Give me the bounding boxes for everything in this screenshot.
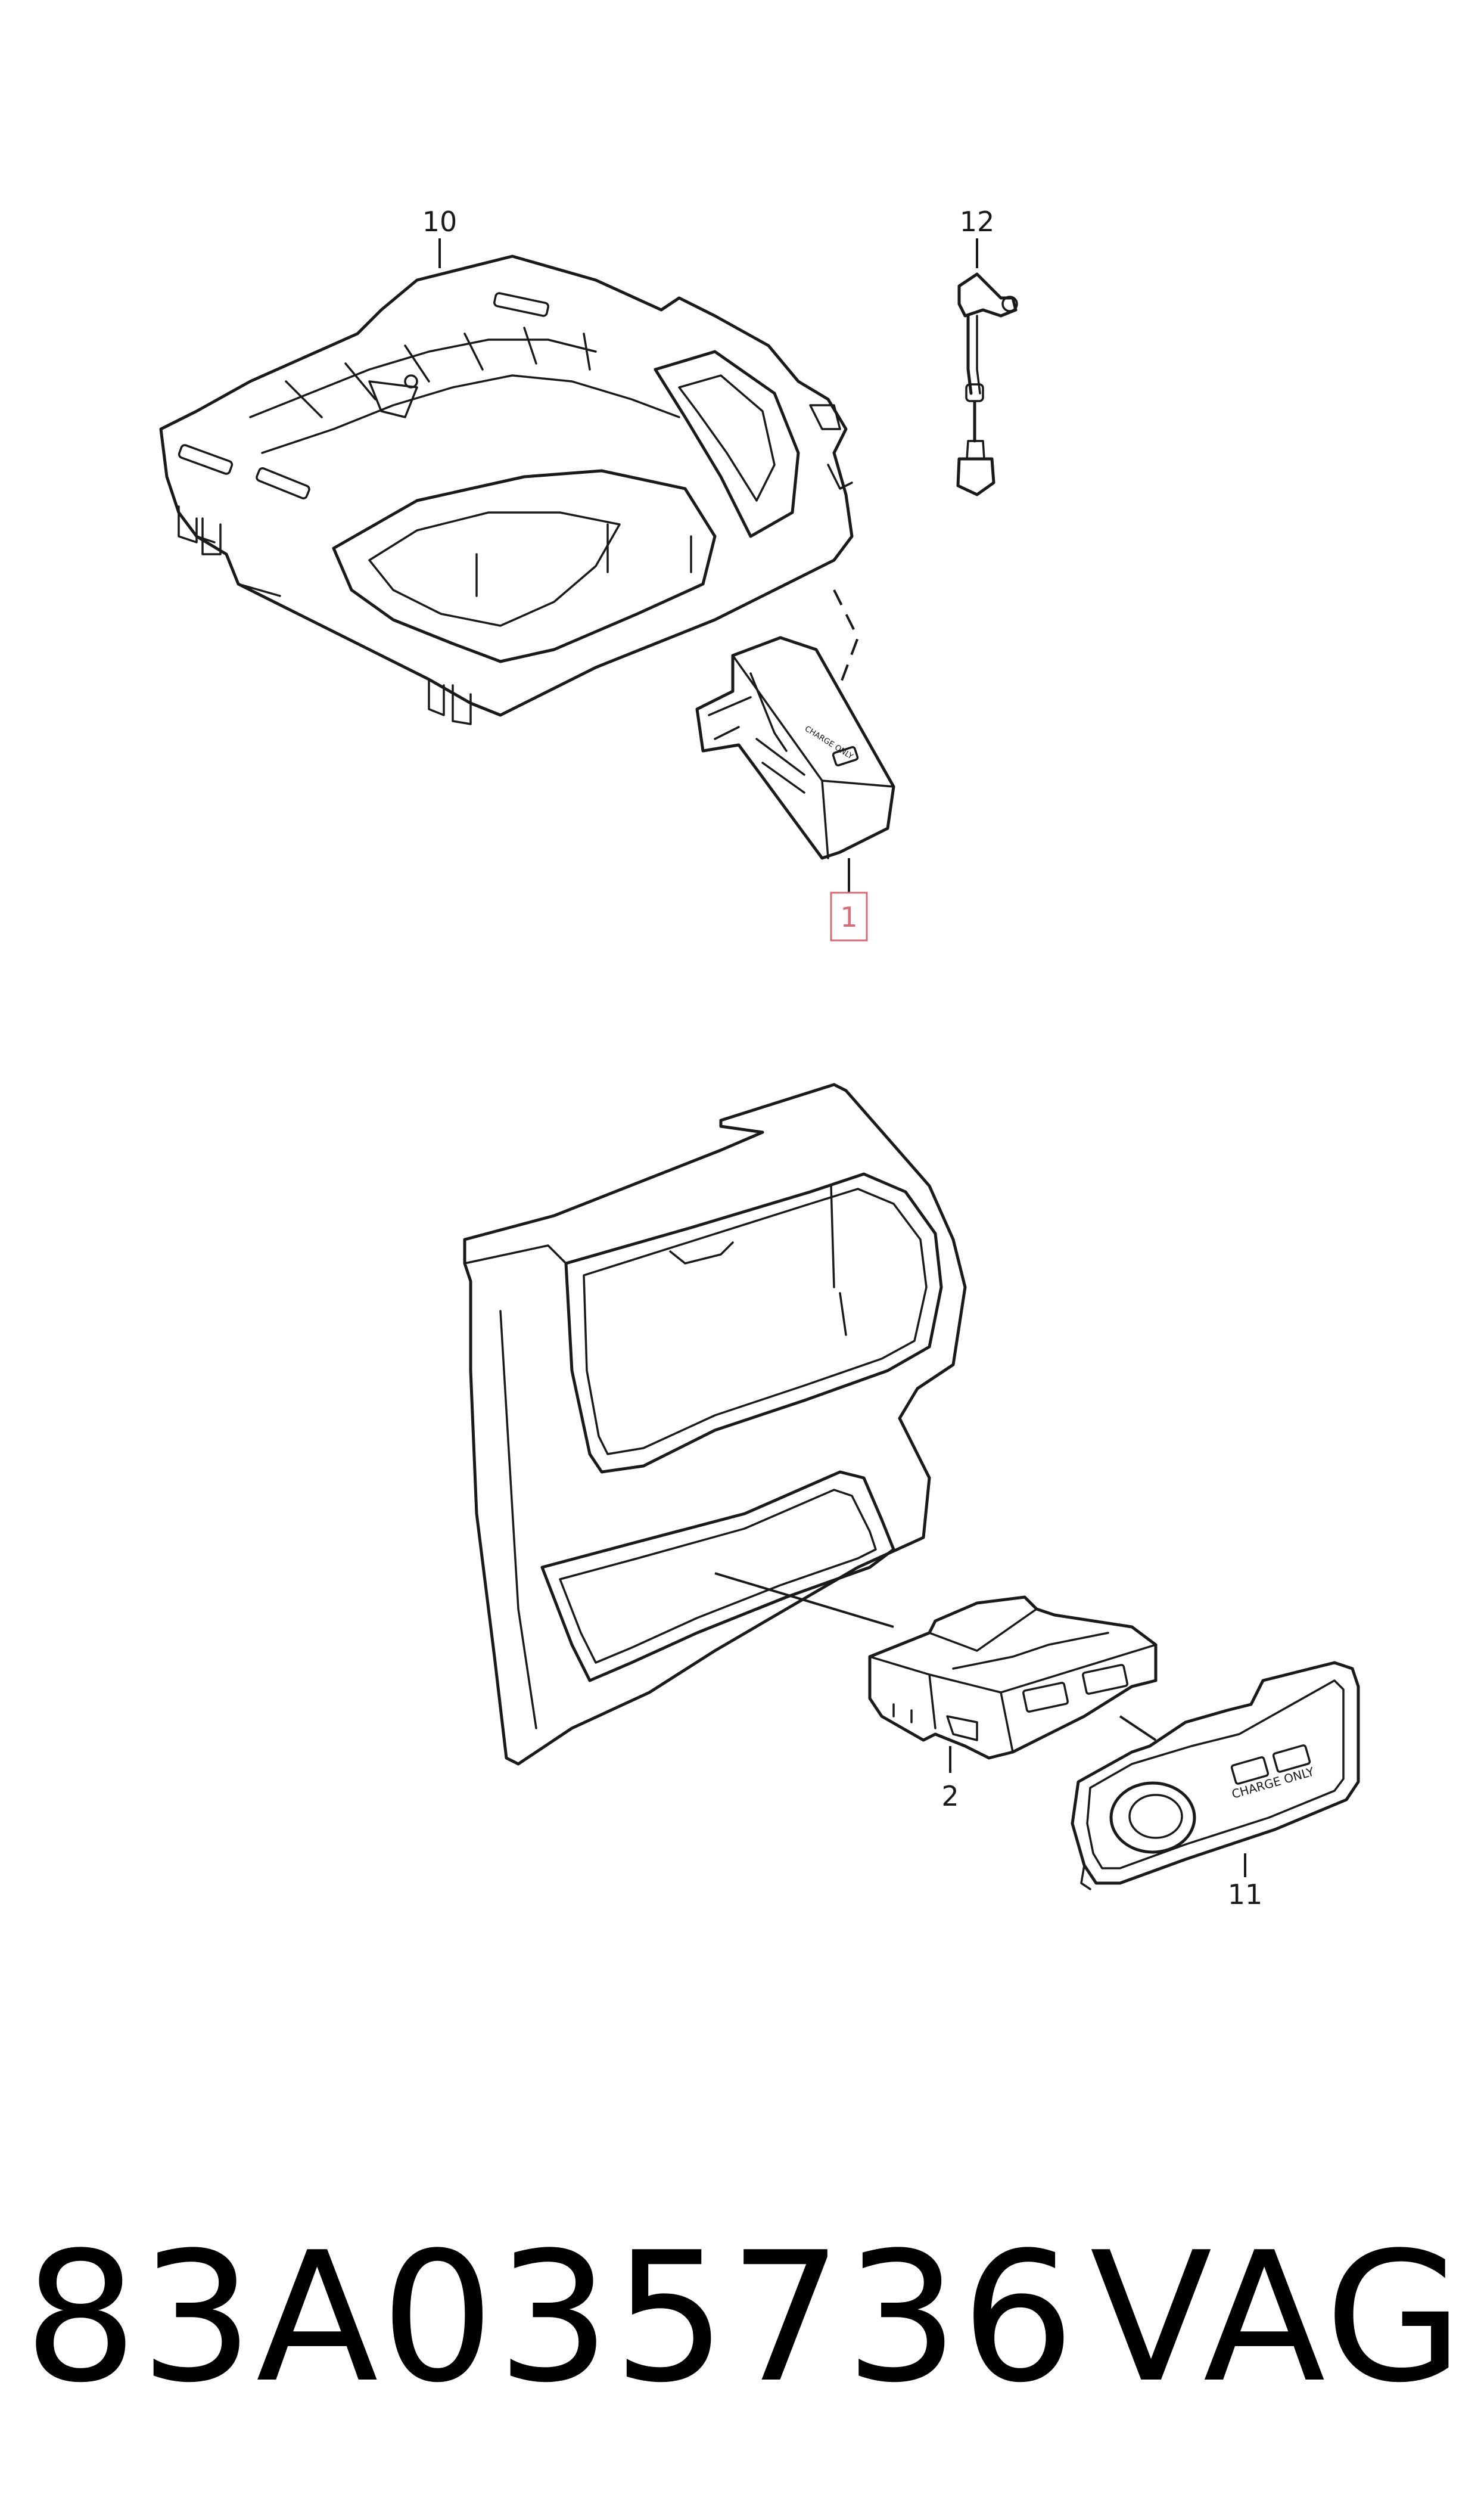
usb-port-b (1082, 1664, 1128, 1695)
usb-hub-module-part-2[interactable] (868, 1595, 1158, 1760)
part-number: 83A035736 (24, 2214, 1078, 2422)
assembly-line-2 (714, 1572, 894, 1628)
usb-cover-panel-part-11[interactable]: CHARGE ONLY (1071, 1661, 1360, 1890)
footer: 83A035736 VAG (24, 2205, 1466, 2431)
console-frame-part-10[interactable] (159, 254, 854, 725)
callout-12: 12 (960, 206, 995, 238)
usb-charge-module-part-1[interactable]: CHARGE ONLY (695, 636, 895, 860)
callout-11: 11 (1228, 1878, 1263, 1911)
brand-name: VAG (1090, 2214, 1466, 2422)
cable-part-12[interactable] (956, 272, 1018, 496)
callout-2: 2 (941, 1780, 959, 1812)
usb-port-d (1272, 1744, 1311, 1773)
rear-console-trim-panel (463, 1083, 967, 1766)
assembly-line-1 (833, 589, 860, 686)
callout-1: 1 (840, 901, 857, 933)
callout-10: 10 (422, 206, 458, 238)
usb-port (832, 746, 859, 767)
assembly-line-3 (1119, 1715, 1157, 1741)
callout-1-highlight-box[interactable] (830, 892, 868, 942)
socket-ring-icon (1109, 1781, 1196, 1854)
usb-port-c (1230, 1756, 1270, 1785)
usb-port-a (1022, 1682, 1069, 1713)
